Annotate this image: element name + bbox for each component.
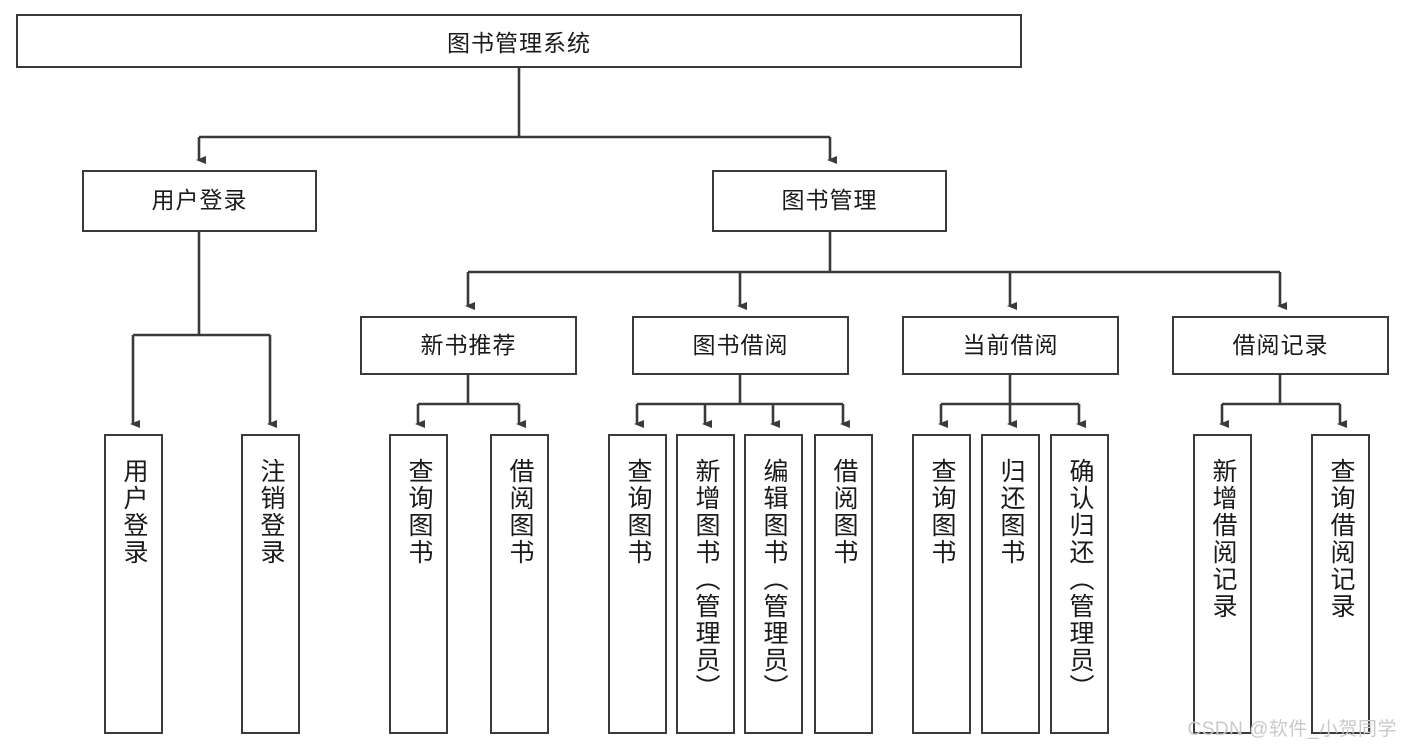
- node-label: 查询借阅记录: [1327, 458, 1355, 620]
- leaf-borrow-add-book-admin[interactable]: 新增图书（管理员）: [676, 434, 735, 734]
- leaf-current-return-book[interactable]: 归还图书: [981, 434, 1040, 734]
- node-label: 图书借阅: [692, 331, 789, 358]
- node-label: 编辑图书（管理员）: [760, 458, 788, 701]
- node-user-login[interactable]: 用户登录: [82, 170, 317, 232]
- leaf-current-query-book[interactable]: 查询图书: [912, 434, 971, 734]
- watermark: CSDN @软件_小贺同学: [1187, 719, 1397, 740]
- leaf-record-add-record[interactable]: 新增借阅记录: [1193, 434, 1252, 734]
- node-label: 查询图书: [928, 458, 956, 566]
- node-label: 当前借阅: [962, 331, 1059, 358]
- leaf-current-confirm-return-admin[interactable]: 确认归还（管理员）: [1050, 434, 1109, 734]
- node-label: 注销登录: [257, 458, 285, 566]
- node-label: 借阅图书: [830, 458, 858, 566]
- leaf-user-login-logout[interactable]: 注销登录: [241, 434, 300, 734]
- leaf-record-query-record[interactable]: 查询借阅记录: [1311, 434, 1370, 734]
- node-label: 借阅记录: [1232, 331, 1329, 358]
- node-label: 借阅图书: [506, 458, 534, 566]
- node-root-system[interactable]: 图书管理系统: [16, 14, 1022, 68]
- node-label: 归还图书: [997, 458, 1025, 566]
- node-new-book-recommend[interactable]: 新书推荐: [360, 316, 577, 375]
- node-label: 新增图书（管理员）: [692, 458, 720, 701]
- node-borrow-record[interactable]: 借阅记录: [1172, 316, 1389, 375]
- leaf-user-login-login[interactable]: 用户登录: [104, 434, 163, 734]
- leaf-borrow-borrow-book[interactable]: 借阅图书: [814, 434, 873, 734]
- node-label: 查询图书: [405, 458, 433, 566]
- node-label: 确认归还（管理员）: [1066, 458, 1094, 701]
- node-label: 图书管理: [781, 187, 878, 214]
- node-label: 新增借阅记录: [1209, 458, 1237, 620]
- leaf-borrow-query-book[interactable]: 查询图书: [608, 434, 667, 734]
- leaf-recommend-borrow-book[interactable]: 借阅图书: [490, 434, 549, 734]
- node-current-borrow[interactable]: 当前借阅: [902, 316, 1119, 375]
- node-label: 图书管理系统: [447, 30, 591, 56]
- leaf-borrow-edit-book-admin[interactable]: 编辑图书（管理员）: [744, 434, 803, 734]
- node-label: 用户登录: [151, 187, 248, 214]
- node-label: 查询图书: [624, 458, 652, 566]
- node-label: 用户登录: [120, 458, 148, 566]
- leaf-recommend-query-book[interactable]: 查询图书: [389, 434, 448, 734]
- node-book-borrow[interactable]: 图书借阅: [632, 316, 849, 375]
- node-label: 新书推荐: [420, 331, 517, 358]
- node-book-management[interactable]: 图书管理: [712, 170, 947, 232]
